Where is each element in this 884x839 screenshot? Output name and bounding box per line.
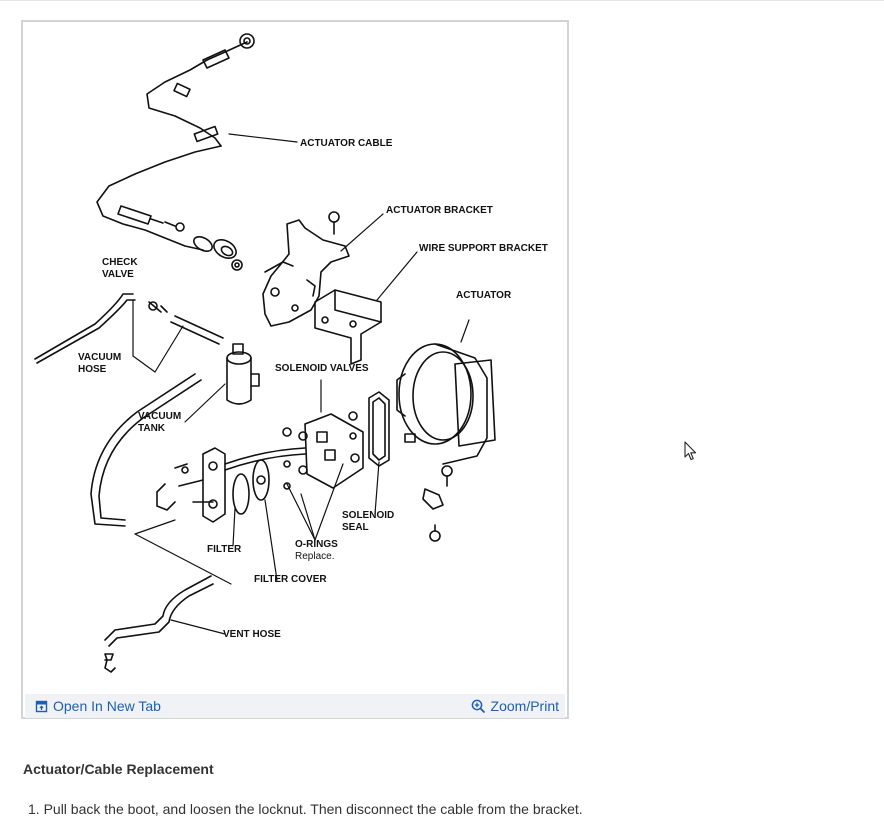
- zoom-in-icon: [471, 699, 486, 714]
- label-o-rings: O-RINGS: [295, 539, 338, 550]
- label-vacuum-hose-2: HOSE: [78, 364, 107, 375]
- label-check-valve-1: CHECK: [102, 257, 138, 268]
- label-replace: Replace.: [295, 551, 334, 562]
- open-new-tab-icon: [35, 700, 48, 713]
- top-divider: [0, 0, 884, 1]
- label-vacuum-hose-1: VACUUM: [78, 352, 121, 363]
- label-actuator-cable: ACTUATOR CABLE: [300, 138, 393, 149]
- vent-hose-part: [104, 575, 214, 673]
- actuator-cable-part: [96, 33, 255, 251]
- actuator-part: [396, 343, 496, 542]
- label-filter-cover: FILTER COVER: [254, 574, 327, 585]
- label-vacuum-tank-1: VACUUM: [138, 411, 181, 422]
- label-vent-hose: VENT HOSE: [223, 629, 281, 640]
- figure-caption: Actuator/Cable Replacement: [23, 761, 214, 777]
- leader-lines: [132, 133, 470, 635]
- figure-toolbar: Open In New Tab Zoom/Print: [25, 694, 565, 718]
- label-solenoid-seal-1: SOLENOID: [342, 510, 394, 521]
- vacuum-hose-part: [34, 293, 224, 527]
- open-in-new-tab-label: Open In New Tab: [53, 698, 161, 714]
- label-solenoid-valves: SOLENOID VALVES: [275, 363, 369, 374]
- label-solenoid-seal-2: SEAL: [342, 522, 369, 533]
- label-vacuum-tank-2: TANK: [138, 423, 166, 434]
- actuator-bracket-part: [262, 211, 350, 327]
- figure-card: ACTUATOR CABLE ACTUATOR BRACKET WIRE SUP…: [21, 20, 569, 719]
- zoom-print-link[interactable]: Zoom/Print: [471, 698, 559, 714]
- cruise-control-diagram[interactable]: ACTUATOR CABLE ACTUATOR BRACKET WIRE SUP…: [25, 24, 567, 692]
- vacuum-tank-part: [226, 343, 260, 405]
- label-actuator: ACTUATOR: [456, 290, 512, 301]
- solenoid-seal-part: [368, 391, 390, 467]
- open-in-new-tab-link[interactable]: Open In New Tab: [35, 698, 161, 714]
- solenoid-valves-part: [282, 411, 364, 490]
- label-wire-support-bracket: WIRE SUPPORT BRACKET: [419, 243, 548, 254]
- step-item: 1. Pull back the boot, and loosen the lo…: [28, 801, 583, 817]
- label-actuator-bracket: ACTUATOR BRACKET: [386, 205, 493, 216]
- zoom-print-label: Zoom/Print: [490, 698, 559, 714]
- instruction-steps: 1. Pull back the boot, and loosen the lo…: [28, 801, 583, 817]
- label-filter: FILTER: [207, 544, 242, 555]
- cable-boot-part: [193, 235, 243, 271]
- filter-assembly-part: [156, 447, 306, 523]
- wire-support-bracket-part: [314, 289, 382, 365]
- label-check-valve-2: VALVE: [102, 269, 134, 280]
- mouse-pointer-icon: [684, 441, 698, 466]
